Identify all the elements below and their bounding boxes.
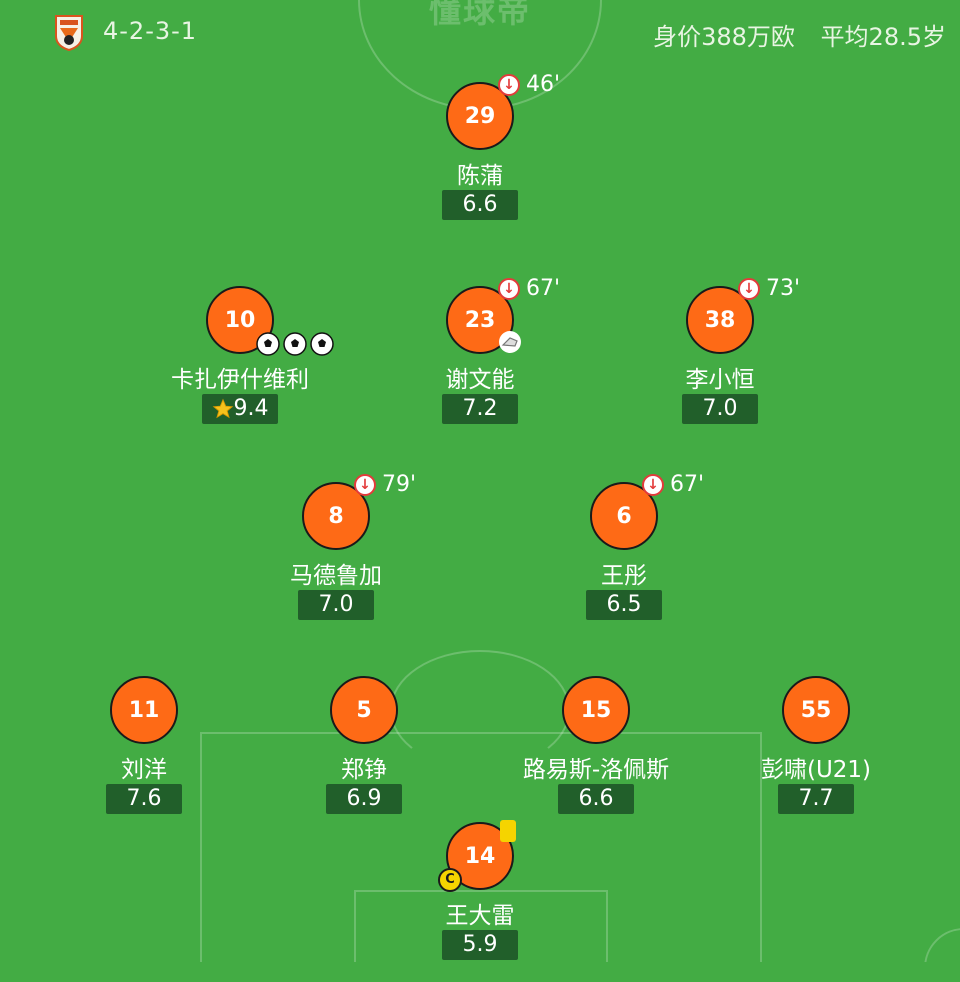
sub-minute: 67' bbox=[670, 472, 705, 497]
player-name: 刘洋 bbox=[121, 757, 167, 783]
sub-minute: 73' bbox=[766, 276, 801, 301]
player-name: 谢文能 bbox=[445, 367, 515, 393]
player-card[interactable]: 10 卡扎伊什维利 9.4 bbox=[130, 286, 350, 446]
player-name: 路易斯-洛佩斯 bbox=[522, 757, 670, 783]
player-name: 彭啸(U21) bbox=[760, 757, 872, 783]
goals bbox=[256, 332, 334, 356]
formation-label: 4-2-3-1 bbox=[103, 17, 198, 45]
player-card[interactable]: 11 刘洋 7.6 bbox=[34, 676, 254, 836]
goal-ball-icon bbox=[283, 332, 307, 356]
substitution: ↓ 67' bbox=[498, 276, 560, 301]
player-number: 55 bbox=[782, 676, 850, 744]
penalty-box bbox=[200, 732, 762, 962]
corner-arc bbox=[924, 928, 960, 962]
sub-off-icon: ↓ bbox=[498, 73, 520, 96]
player-rating: 7.0 bbox=[298, 590, 374, 620]
sub-minute: 46' bbox=[526, 72, 561, 97]
watermark: 懂球帝 bbox=[428, 0, 532, 30]
player-card[interactable]: 14 C 王大雷 5.9 bbox=[370, 820, 590, 982]
sub-off-icon: ↓ bbox=[738, 277, 760, 300]
player-name: 王彤 bbox=[601, 563, 647, 589]
player-card[interactable]: 8 ↓ 79' 马德鲁加 7.0 bbox=[226, 472, 446, 642]
sub-off-icon: ↓ bbox=[642, 473, 664, 496]
player-rating: 6.6 bbox=[442, 190, 518, 220]
player-card[interactable]: 5 郑铮 6.9 bbox=[254, 676, 474, 836]
yellow-card-icon bbox=[500, 820, 516, 842]
captain-badge-icon: C bbox=[438, 868, 462, 892]
goal-box bbox=[354, 890, 608, 962]
team-value: 身价388万欧 bbox=[653, 23, 795, 51]
player-number: 5 bbox=[330, 676, 398, 744]
player-card[interactable]: 15 路易斯-洛佩斯 6.6 bbox=[486, 676, 706, 836]
player-name: 李小恒 bbox=[685, 367, 755, 393]
substitution: ↓ 46' bbox=[498, 72, 560, 97]
team-stats: 身价388万欧 平均28.5岁 bbox=[635, 17, 946, 52]
player-rating: 6.5 bbox=[586, 590, 662, 620]
player-card[interactable]: 38 ↓ 73' 李小恒 7.0 bbox=[610, 276, 830, 446]
player-number: 10 bbox=[206, 286, 274, 354]
player-rating: 6.9 bbox=[326, 784, 402, 814]
substitution: ↓ 73' bbox=[738, 276, 800, 301]
player-card[interactable]: 6 ↓ 67' 王彤 6.5 bbox=[514, 472, 734, 642]
player-card[interactable]: 55 彭啸(U21) 7.7 bbox=[706, 676, 926, 836]
sub-off-icon: ↓ bbox=[354, 473, 376, 496]
player-card[interactable]: 23 ↓ 67' 谢文能 7.2 bbox=[370, 276, 590, 446]
goal-ball-icon bbox=[310, 332, 334, 356]
assist-boot-icon bbox=[499, 331, 521, 353]
player-name: 郑铮 bbox=[341, 757, 387, 783]
substitution: ↓ 79' bbox=[354, 472, 416, 497]
player-rating: 7.6 bbox=[106, 784, 182, 814]
player-number: 15 bbox=[562, 676, 630, 744]
substitution: ↓ 67' bbox=[642, 472, 704, 497]
player-rating: 7.7 bbox=[778, 784, 854, 814]
goal-ball-icon bbox=[256, 332, 280, 356]
sub-off-icon: ↓ bbox=[498, 277, 520, 300]
player-rating: 7.0 bbox=[682, 394, 758, 424]
player-rating: 9.4 bbox=[202, 394, 278, 424]
sub-minute: 79' bbox=[382, 472, 417, 497]
player-name: 马德鲁加 bbox=[290, 563, 382, 589]
player-name: 陈蒲 bbox=[457, 163, 503, 189]
lineup-header: 4-2-3-1 身价388万欧 平均28.5岁 bbox=[0, 0, 960, 64]
team-logo-icon bbox=[55, 15, 83, 52]
player-card[interactable]: 29 ↓ 46' 陈蒲 6.6 bbox=[370, 72, 590, 242]
player-name: 卡扎伊什维利 bbox=[171, 367, 309, 393]
team-average-age: 平均28.5岁 bbox=[820, 23, 946, 51]
rating-value: 9.4 bbox=[233, 396, 269, 421]
player-rating: 7.2 bbox=[442, 394, 518, 424]
player-rating: 6.6 bbox=[558, 784, 634, 814]
player-name: 王大雷 bbox=[445, 903, 515, 929]
player-number: 11 bbox=[110, 676, 178, 744]
sub-minute: 67' bbox=[526, 276, 561, 301]
player-rating: 5.9 bbox=[442, 930, 518, 960]
star-icon bbox=[212, 398, 233, 419]
